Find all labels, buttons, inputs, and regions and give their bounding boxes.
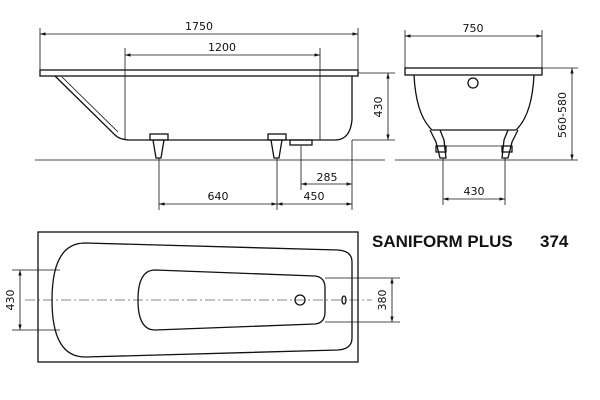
dim-depth: 430	[372, 97, 385, 118]
drain-outlet	[289, 139, 313, 146]
right-foot	[267, 133, 287, 159]
product-name: SANIFORM PLUS	[372, 232, 513, 251]
top-outer-rim	[37, 231, 359, 363]
dim-feet-width: 430	[464, 185, 485, 198]
dim-inner-width: 430	[4, 290, 17, 311]
side-view: 1750 1200 430 285 640 450	[35, 20, 395, 210]
end-profile	[413, 74, 535, 131]
dim-width: 750	[463, 22, 484, 35]
end-rim	[404, 67, 543, 76]
end-right-foot	[501, 129, 519, 159]
drain-hole	[294, 294, 306, 306]
tub-profile	[54, 75, 353, 141]
dim-drain-offset: 285	[317, 171, 338, 184]
tub-inner-wall	[61, 76, 119, 133]
dim-height-range: 560-580	[556, 92, 569, 138]
end-left-foot	[429, 129, 447, 159]
dim-bottom-length: 1200	[208, 41, 236, 54]
overflow-hole	[467, 77, 479, 89]
dim-feet-spacing: 450	[304, 190, 325, 203]
dim-overall-length: 1750	[185, 20, 213, 33]
dim-feet-offset: 640	[208, 190, 229, 203]
dim-bottom-width: 380	[376, 290, 389, 311]
end-view: 750 560-580 430	[395, 22, 578, 205]
top-bottom-plate	[137, 269, 326, 331]
model-number: 374	[540, 232, 569, 251]
tub-rim	[39, 69, 359, 77]
overflow-slot	[341, 295, 347, 305]
top-view: 430 380	[4, 231, 400, 363]
left-foot	[149, 133, 169, 159]
